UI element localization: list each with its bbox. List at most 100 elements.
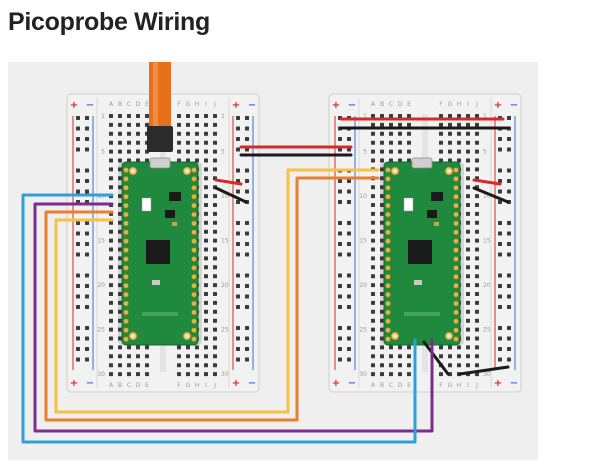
terminal-hole [118, 211, 122, 216]
column-letter: F [439, 382, 443, 389]
terminal-hole [118, 140, 122, 145]
rail-hole [76, 231, 80, 236]
terminal-hole [136, 363, 140, 368]
pico-boards-layer [118, 157, 464, 346]
terminal-hole [118, 265, 122, 270]
terminal-hole [448, 131, 452, 136]
terminal-hole [127, 149, 131, 154]
terminal-hole [145, 122, 149, 127]
terminal-hole [466, 238, 470, 243]
pico-pin [191, 309, 197, 316]
terminal-hole [475, 158, 479, 163]
terminal-hole [380, 274, 384, 279]
rail-hole [347, 137, 351, 141]
terminal-hole [177, 114, 181, 118]
terminal-hole [204, 229, 208, 234]
vbus-jumper-red [214, 178, 243, 186]
rail-hole [338, 179, 342, 183]
pico-pin [191, 291, 197, 298]
mount-hole-center [393, 169, 397, 173]
rail-ground-wire-black [458, 365, 510, 376]
rail-hole [76, 126, 80, 131]
column-letter: E [407, 101, 411, 108]
terminal-hole [213, 336, 217, 341]
rail-hole [236, 137, 240, 141]
pico-pin [453, 211, 459, 218]
pico-pin [123, 184, 129, 191]
pico-pin [123, 300, 129, 307]
terminal-hole [457, 345, 461, 350]
terminal-hole [177, 372, 181, 377]
rail-hole [507, 326, 511, 330]
terminal-hole [186, 149, 190, 154]
column-letter: J [475, 382, 478, 389]
terminal-hole [213, 167, 217, 172]
terminal-hole [389, 149, 393, 154]
rail-plus-label: + [232, 100, 240, 111]
terminal-hole [145, 114, 149, 118]
rail-hole [85, 221, 89, 225]
rail-hole [245, 284, 249, 288]
rail-hole [236, 168, 240, 173]
column-letter: C [127, 382, 131, 389]
terminal-hole [118, 149, 122, 154]
rail-hole [347, 284, 351, 288]
terminal-hole [109, 176, 113, 181]
terminal-hole [109, 265, 113, 270]
terminal-hole [380, 185, 384, 190]
terminal-hole [407, 354, 411, 359]
row-number: 25 [359, 327, 367, 334]
terminal-hole [204, 122, 208, 127]
rail-hole [338, 221, 342, 225]
terminal-hole [109, 185, 113, 190]
rail-hole [498, 252, 502, 257]
terminal-hole [213, 122, 217, 127]
terminal-hole [118, 372, 122, 377]
rail-hole [85, 305, 89, 309]
column-letter: E [145, 101, 149, 108]
row-number: 10 [483, 193, 491, 200]
rail-hole [76, 336, 80, 341]
terminal-hole [466, 140, 470, 145]
terminal-hole [204, 167, 208, 172]
terminal-hole [475, 318, 479, 323]
terminal-hole [380, 203, 384, 207]
pico-pin [385, 184, 391, 191]
terminal-hole [118, 318, 122, 323]
terminal-hole [195, 345, 199, 350]
terminal-hole [118, 354, 122, 359]
smd-component [434, 222, 439, 226]
terminal-hole [389, 345, 393, 350]
uart-wire-orange [44, 176, 380, 422]
terminal-hole [475, 327, 479, 332]
pico-pin [191, 282, 197, 289]
column-letter: D [136, 382, 141, 389]
terminal-hole [118, 309, 122, 314]
terminal-hole [466, 265, 470, 270]
row-number: 15 [97, 238, 105, 245]
terminal-hole [398, 122, 402, 127]
terminal-hole [466, 309, 470, 314]
terminal-hole [177, 131, 181, 136]
rail-hole [76, 294, 80, 299]
terminal-hole [389, 114, 393, 118]
terminal-hole [466, 114, 470, 118]
column-letter: D [398, 101, 403, 108]
rail-hole [347, 305, 351, 309]
pico-pin [123, 220, 129, 227]
terminal-hole [213, 256, 217, 261]
terminal-hole [371, 220, 375, 225]
terminal-hole [118, 203, 122, 207]
terminal-hole [186, 354, 190, 359]
rail-hole [236, 147, 240, 152]
pico-pin [191, 247, 197, 253]
row-number: 30 [359, 371, 367, 378]
terminal-hole [475, 194, 479, 199]
rail-hole [85, 189, 89, 194]
terminal-hole [448, 122, 452, 127]
terminal-hole [371, 309, 375, 314]
rail-hole [498, 294, 502, 299]
terminal-hole [118, 185, 122, 190]
rail-hole [85, 252, 89, 257]
